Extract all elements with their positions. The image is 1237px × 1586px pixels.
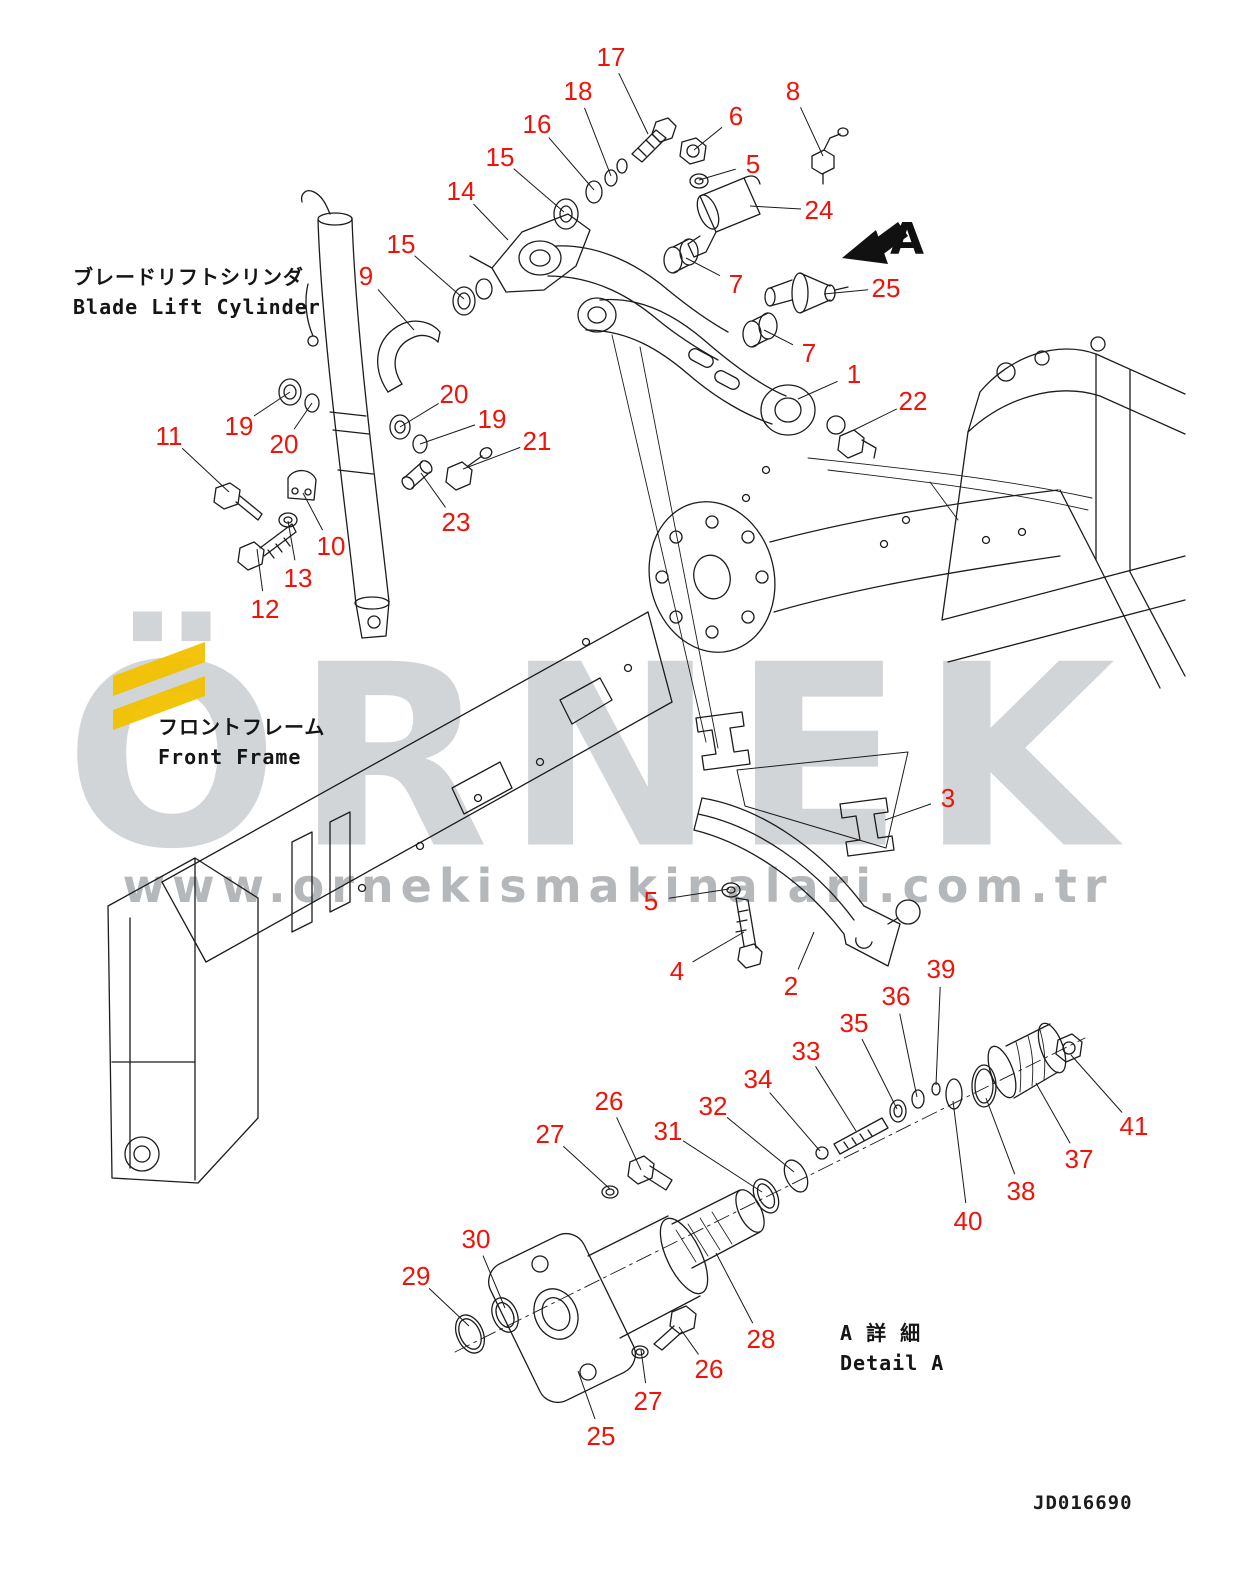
- shim-plates-3-art: [695, 711, 909, 857]
- leader-line-8: [800, 107, 824, 157]
- spool-25-art: [764, 272, 849, 314]
- leader-line-33: [815, 1066, 857, 1132]
- leader-line-40: [952, 1100, 967, 1204]
- blade-lift-cylinder-art: [300, 190, 390, 639]
- bushing-7-art: [663, 238, 778, 348]
- leader-line-26: [616, 1117, 642, 1171]
- label-detail-en: Detail A: [840, 1351, 945, 1375]
- lever-arm-1-art: [577, 297, 816, 436]
- leader-line-2: [797, 931, 815, 970]
- leader-line-27: [562, 1145, 611, 1190]
- bracket-2-art: [693, 797, 921, 967]
- leader-line-5: [668, 888, 730, 899]
- view-a-letter: A: [890, 214, 925, 265]
- drawing-number: JD016690: [1033, 1492, 1133, 1514]
- top-fittings-art: [679, 127, 849, 258]
- leader-line-6: [693, 126, 723, 151]
- watermark-logo-triangles: [113, 642, 205, 730]
- leader-line-35: [861, 1038, 898, 1110]
- leader-line-37: [1035, 1082, 1071, 1144]
- leader-line-39: [935, 986, 941, 1086]
- leader-line-36: [899, 1013, 918, 1098]
- leader-line-30: [482, 1255, 506, 1309]
- label-front-frame: フロントフレーム Front Frame: [158, 712, 325, 772]
- leader-line-22: [853, 408, 898, 431]
- leader-line-5: [698, 168, 736, 181]
- elbow-22-art: [826, 415, 877, 459]
- upper-hardware-chain-art: [452, 117, 677, 316]
- leader-line-23: [420, 472, 446, 508]
- view-a-arrow-icon: [842, 222, 908, 264]
- leader-line-19: [419, 424, 476, 445]
- leader-line-24: [749, 205, 802, 210]
- leader-line-29: [428, 1288, 470, 1327]
- leader-line-27: [640, 1349, 647, 1384]
- label-detail-jp: A 詳 細: [840, 1321, 922, 1345]
- label-blade-jp: ブレードリフトシリンダ: [73, 265, 304, 289]
- leader-line-20: [399, 402, 439, 428]
- leader-line-12: [256, 548, 264, 592]
- leader-line-34: [769, 1092, 821, 1152]
- leader-line-15: [414, 255, 465, 300]
- leader-line-7: [763, 329, 794, 346]
- leader-line-19: [253, 391, 291, 417]
- leader-line-21: [462, 446, 521, 470]
- leader-line-25: [577, 1370, 596, 1420]
- label-detail-a: A 詳 細 Detail A: [840, 1318, 944, 1378]
- detail-a-art: [454, 1022, 1086, 1404]
- lever-arm-upper-art: [547, 245, 729, 361]
- leader-line-10: [302, 492, 324, 531]
- leader-line-25: [823, 289, 869, 295]
- leader-line-3: [884, 803, 932, 821]
- leader-line-28: [715, 1252, 754, 1324]
- label-frame-jp: フロントフレーム: [158, 715, 326, 739]
- leader-line-31: [682, 1140, 763, 1193]
- leader-line-32: [726, 1117, 795, 1173]
- callout-leader-lines: [181, 72, 1123, 1420]
- label-frame-en: Front Frame: [158, 745, 302, 769]
- reference-lines: [611, 334, 719, 749]
- leader-line-41: [1070, 1054, 1123, 1113]
- leader-line-38: [985, 1097, 1016, 1175]
- bolt-4-art: [721, 882, 763, 969]
- fork-9-art: [377, 320, 441, 393]
- leader-line-11: [181, 447, 230, 493]
- front-frame-art: [107, 336, 1186, 1184]
- label-blade-lift-cylinder: ブレードリフトシリンダ Blade Lift Cylinder: [73, 262, 321, 322]
- leader-line-18: [584, 107, 612, 177]
- leader-line-17: [618, 72, 649, 135]
- leader-line-4: [692, 931, 745, 963]
- leader-line-16: [548, 137, 595, 191]
- leader-line-13: [287, 520, 296, 561]
- leader-line-14: [473, 203, 509, 241]
- leader-line-20: [293, 402, 313, 430]
- leader-line-1: [797, 380, 838, 400]
- leader-line-26: [678, 1326, 699, 1355]
- leader-line-9: [377, 289, 415, 331]
- leader-line-15: [513, 168, 565, 213]
- leader-line-7: [685, 257, 721, 277]
- label-blade-en: Blade Lift Cylinder: [73, 295, 321, 319]
- left-small-parts-art: [213, 378, 493, 571]
